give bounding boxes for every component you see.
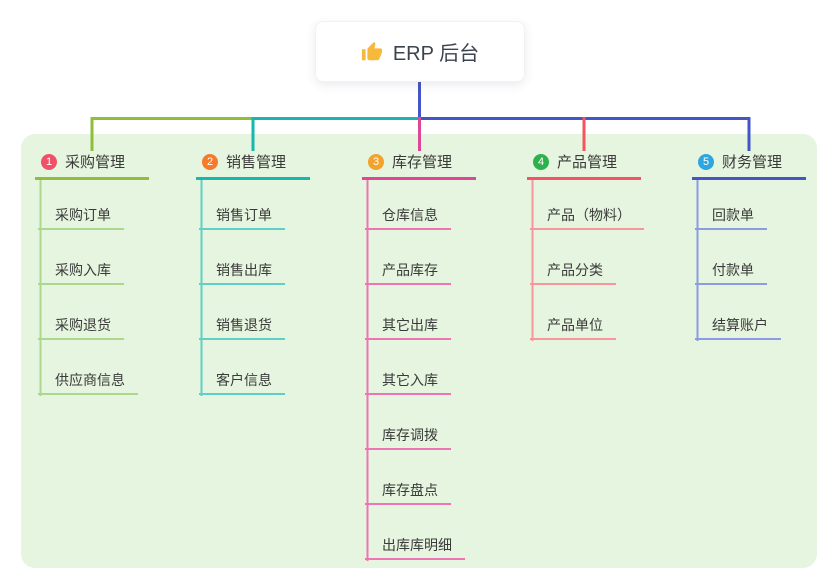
node-other-outbound[interactable]: 其它出库 — [365, 312, 451, 340]
node-product-material[interactable]: 产品（物料） — [530, 202, 644, 230]
branch-header-product[interactable]: 4 产品管理 — [527, 149, 641, 180]
node-sales-order[interactable]: 销售订单 — [199, 202, 285, 230]
mindmap-background-panel — [21, 134, 817, 568]
node-purchase-order[interactable]: 采购订单 — [38, 202, 124, 230]
branch-label-finance: 财务管理 — [722, 154, 783, 171]
node-product-stock[interactable]: 产品库存 — [365, 257, 451, 285]
branch-header-inventory[interactable]: 3 库存管理 — [362, 149, 476, 180]
branch-label-product: 产品管理 — [557, 154, 618, 171]
root-node-label: ERP 后台 — [392, 43, 480, 65]
thumbs-up-icon — [361, 41, 382, 60]
branch-badge-2: 2 — [202, 153, 218, 170]
node-customer-info[interactable]: 客户信息 — [199, 367, 285, 395]
node-sales-return[interactable]: 销售退货 — [199, 312, 285, 340]
node-stock-transfer[interactable]: 库存调拨 — [365, 422, 451, 450]
node-purchase-inbound[interactable]: 采购入库 — [38, 257, 124, 285]
node-product-category[interactable]: 产品分类 — [530, 257, 616, 285]
branch-header-sales[interactable]: 2 销售管理 — [196, 149, 310, 180]
node-sales-outbound[interactable]: 销售出库 — [199, 257, 285, 285]
node-settlement-account[interactable]: 结算账户 — [695, 312, 781, 340]
branch-header-finance[interactable]: 5 财务管理 — [692, 149, 806, 180]
node-warehouse-info[interactable]: 仓库信息 — [365, 202, 451, 230]
node-product-unit[interactable]: 产品单位 — [530, 312, 616, 340]
node-payment-bill[interactable]: 付款单 — [695, 257, 767, 285]
branch-badge-1: 1 — [41, 153, 57, 170]
branch-badge-3: 3 — [368, 153, 384, 170]
node-supplier-info[interactable]: 供应商信息 — [38, 367, 138, 395]
branch-badge-4: 4 — [533, 153, 549, 170]
node-outbound-detail[interactable]: 出库库明细 — [365, 532, 465, 560]
branch-badge-5: 5 — [698, 153, 714, 170]
branch-label-sales: 销售管理 — [226, 154, 287, 171]
node-purchase-return[interactable]: 采购退货 — [38, 312, 124, 340]
node-receipt-bill[interactable]: 回款单 — [695, 202, 767, 230]
root-node[interactable]: ERP 后台 — [315, 21, 525, 82]
branch-header-purchase[interactable]: 1 采购管理 — [35, 149, 149, 180]
branch-label-inventory: 库存管理 — [392, 154, 453, 171]
node-other-inbound[interactable]: 其它入库 — [365, 367, 451, 395]
branch-label-purchase: 采购管理 — [65, 154, 126, 171]
node-stock-taking[interactable]: 库存盘点 — [365, 477, 451, 505]
